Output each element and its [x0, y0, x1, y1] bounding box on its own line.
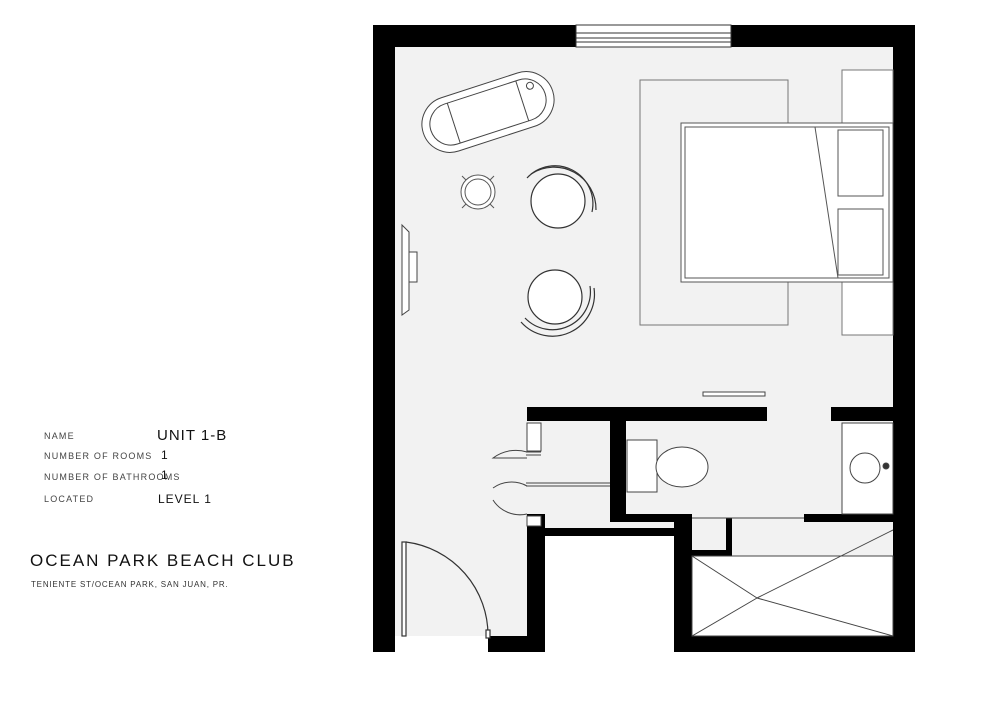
wall-stub-a [527, 407, 541, 419]
walls [373, 25, 915, 652]
wall-notch-top [527, 528, 675, 536]
project-address: TENIENTE ST/OCEAN PARK, SAN JUAN, PR. [31, 580, 229, 589]
closet-doors [491, 422, 610, 527]
side-table [460, 174, 496, 210]
wall-top-left [373, 25, 576, 47]
wall-shower-stub [692, 550, 732, 556]
wall-vanity-top [831, 407, 893, 421]
bathrooms-value: 1 [161, 468, 169, 482]
wall-right [893, 25, 915, 652]
wall-left [373, 25, 395, 652]
armchair-top [526, 165, 597, 229]
wall-top-right [731, 25, 915, 47]
toilet [626, 439, 709, 493]
nightstand-bottom [841, 279, 894, 336]
wall-shower-post [726, 518, 732, 556]
wall-bottom-right [674, 636, 915, 652]
unit-name: UNIT 1-B [157, 427, 228, 444]
vanity-sink [841, 422, 894, 515]
bathtub [421, 71, 555, 153]
rooms-label: NUMBER OF ROOMS [44, 451, 153, 461]
bed [680, 122, 894, 283]
entry-door [401, 541, 491, 639]
exterior-notch [545, 536, 675, 652]
bathrooms-label: NUMBER OF BATHROOMS [44, 472, 181, 482]
armchair-bottom [520, 269, 596, 337]
nightstand-top [841, 69, 894, 126]
name-label: NAME [44, 431, 75, 441]
wall-bath-bottom [610, 514, 692, 522]
shower [691, 517, 894, 637]
window [575, 24, 732, 48]
wall-vanity-bottom [804, 514, 893, 522]
wall-bath-divider [610, 421, 626, 519]
wall-notch-right [674, 518, 692, 652]
towel-bar [702, 391, 766, 397]
wall-notch-left [527, 528, 545, 652]
rooms-value: 1 [161, 448, 169, 462]
located-value: LEVEL 1 [158, 492, 212, 506]
wall-bath-top [527, 407, 767, 421]
located-label: LOCATED [44, 494, 95, 504]
wall-tv [401, 223, 418, 316]
project-title: OCEAN PARK BEACH CLUB [30, 551, 296, 570]
